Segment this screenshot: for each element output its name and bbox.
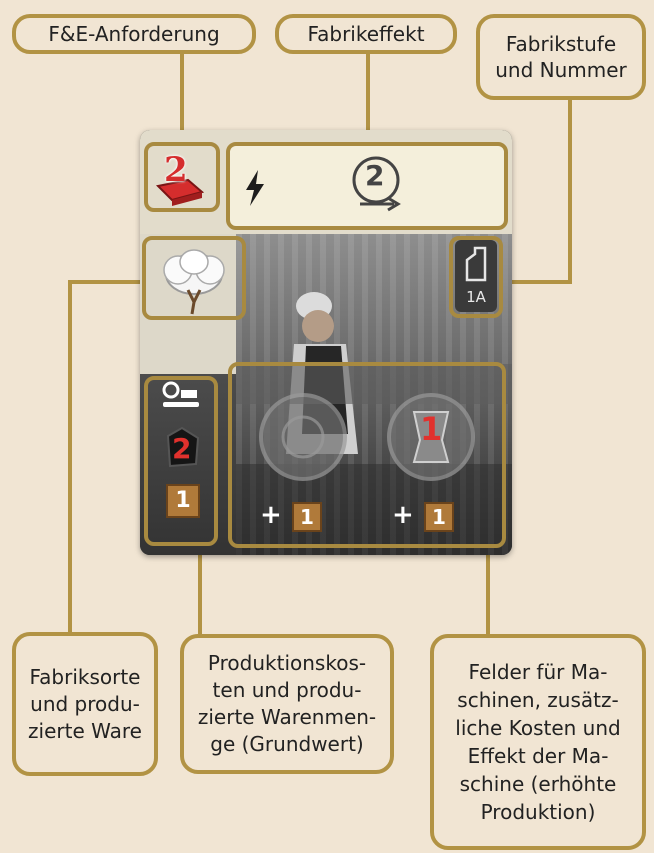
research-value: 2 — [164, 150, 188, 190]
factory-level-icon — [465, 246, 487, 282]
callout-factory-type: Fabriksorte und produ-zierte Ware — [12, 632, 158, 776]
connector-level — [568, 98, 572, 282]
gear-slot-icon — [259, 393, 347, 481]
effect-coin-icon: 2 — [348, 154, 408, 214]
callout-machines-text: Felder für Ma-schinen, zusätz-liche Kost… — [455, 660, 621, 824]
machine2-output: 1 — [432, 505, 446, 529]
machine1-output: 1 — [300, 505, 314, 529]
gear-slot-icon — [387, 393, 475, 481]
callout-research-requirement: F&E-Anforderung — [12, 14, 256, 54]
plus-sign: + — [392, 500, 414, 530]
crate-icon: 1 — [166, 484, 200, 518]
callout-type-text: Fabriksorte und produ-zierte Ware — [28, 664, 142, 743]
highlight-machines — [228, 362, 506, 548]
callout-costs-text: Produktionskos-ten und produ-zierte Ware… — [197, 651, 377, 756]
factory-effect-box: 2 — [228, 144, 506, 228]
connector-costs — [198, 543, 202, 636]
connector-effect — [366, 52, 370, 144]
callout-level-text: Fabrikstufe und Nummer — [495, 32, 627, 82]
research-book-icon: 2 — [150, 150, 210, 210]
callout-research-text: F&E-Anforderung — [48, 22, 220, 46]
highlight-level — [449, 236, 503, 318]
machine-slot-1[interactable]: + 1 — [240, 382, 360, 532]
factory-level-label: 1A — [466, 288, 486, 306]
connector-machines — [486, 545, 490, 638]
connector-type-h — [68, 280, 144, 284]
effect-value: 2 — [365, 159, 385, 192]
highlight-effect — [226, 142, 508, 230]
factory-level-badge: 1A — [455, 240, 497, 312]
connector-type — [68, 280, 72, 634]
callout-machine-slots: Felder für Ma-schinen, zusätz-liche Kost… — [430, 634, 646, 850]
highlight-research — [144, 142, 220, 212]
highlight-type — [142, 236, 246, 320]
callout-factory-level: Fabrikstufe und Nummer — [476, 14, 646, 100]
callout-production-costs: Produktionskos-ten und produ-zierte Ware… — [180, 634, 394, 774]
machines-icon — [162, 381, 199, 407]
lightning-icon — [246, 170, 264, 206]
crate-icon: 1 — [424, 502, 454, 532]
plus-sign: + — [260, 500, 282, 530]
coal-icon: 2 — [162, 426, 202, 470]
production-column: 2 1 — [148, 380, 214, 540]
connector-research — [180, 52, 184, 144]
base-output: 1 — [175, 488, 191, 513]
crate-icon: 1 — [292, 502, 322, 532]
callout-factory-effect: Fabrikeffekt — [275, 14, 457, 54]
machine-slot-2[interactable]: 1 + 1 — [372, 382, 492, 532]
connector-level-h — [500, 280, 572, 284]
cotton-icon — [146, 240, 242, 318]
highlight-costs — [144, 376, 218, 546]
callout-effect-text: Fabrikeffekt — [307, 22, 425, 46]
machine2-cost: 1 — [420, 410, 443, 448]
production-cost: 2 — [172, 432, 192, 465]
